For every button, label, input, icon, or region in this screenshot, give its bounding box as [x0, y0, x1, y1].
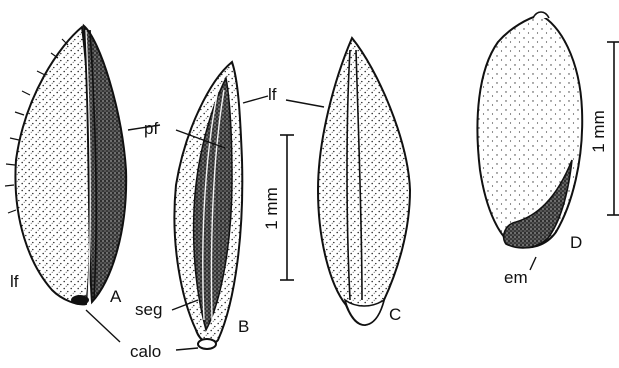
- grain-b: [174, 62, 242, 349]
- leader-calo-a: [86, 310, 120, 342]
- grain-d-apex: [533, 12, 549, 18]
- grain-a-callus: [71, 295, 89, 305]
- leader-em: [530, 257, 536, 270]
- grain-c: [318, 38, 410, 325]
- panel-label-d: D: [570, 234, 582, 251]
- grain-d-caryopsis: [477, 15, 582, 247]
- label-calo: calo: [130, 343, 161, 360]
- scale-label-right: 1 mm: [590, 110, 607, 153]
- leader-calo-b: [176, 348, 198, 350]
- label-em: em: [504, 269, 528, 286]
- grain-c-outline: [318, 38, 410, 325]
- leader-lf-c: [286, 100, 324, 107]
- panel-label-b: B: [238, 318, 249, 335]
- grain-a-lemma: [15, 27, 90, 304]
- scale-bar-right: [607, 42, 619, 215]
- panel-label-c: C: [389, 306, 401, 323]
- label-lf-left: lf: [10, 273, 19, 290]
- grain-b-callus: [198, 339, 216, 349]
- label-seg: seg: [135, 301, 162, 318]
- label-pf: pf: [144, 120, 158, 137]
- grain-a: [5, 26, 126, 305]
- leader-lf-b: [243, 96, 268, 103]
- grain-d: [477, 12, 582, 248]
- panel-label-a: A: [110, 288, 121, 305]
- label-lf-top: lf: [268, 86, 277, 103]
- scale-label-left: 1 mm: [263, 187, 280, 230]
- scale-bar-left: [280, 135, 294, 280]
